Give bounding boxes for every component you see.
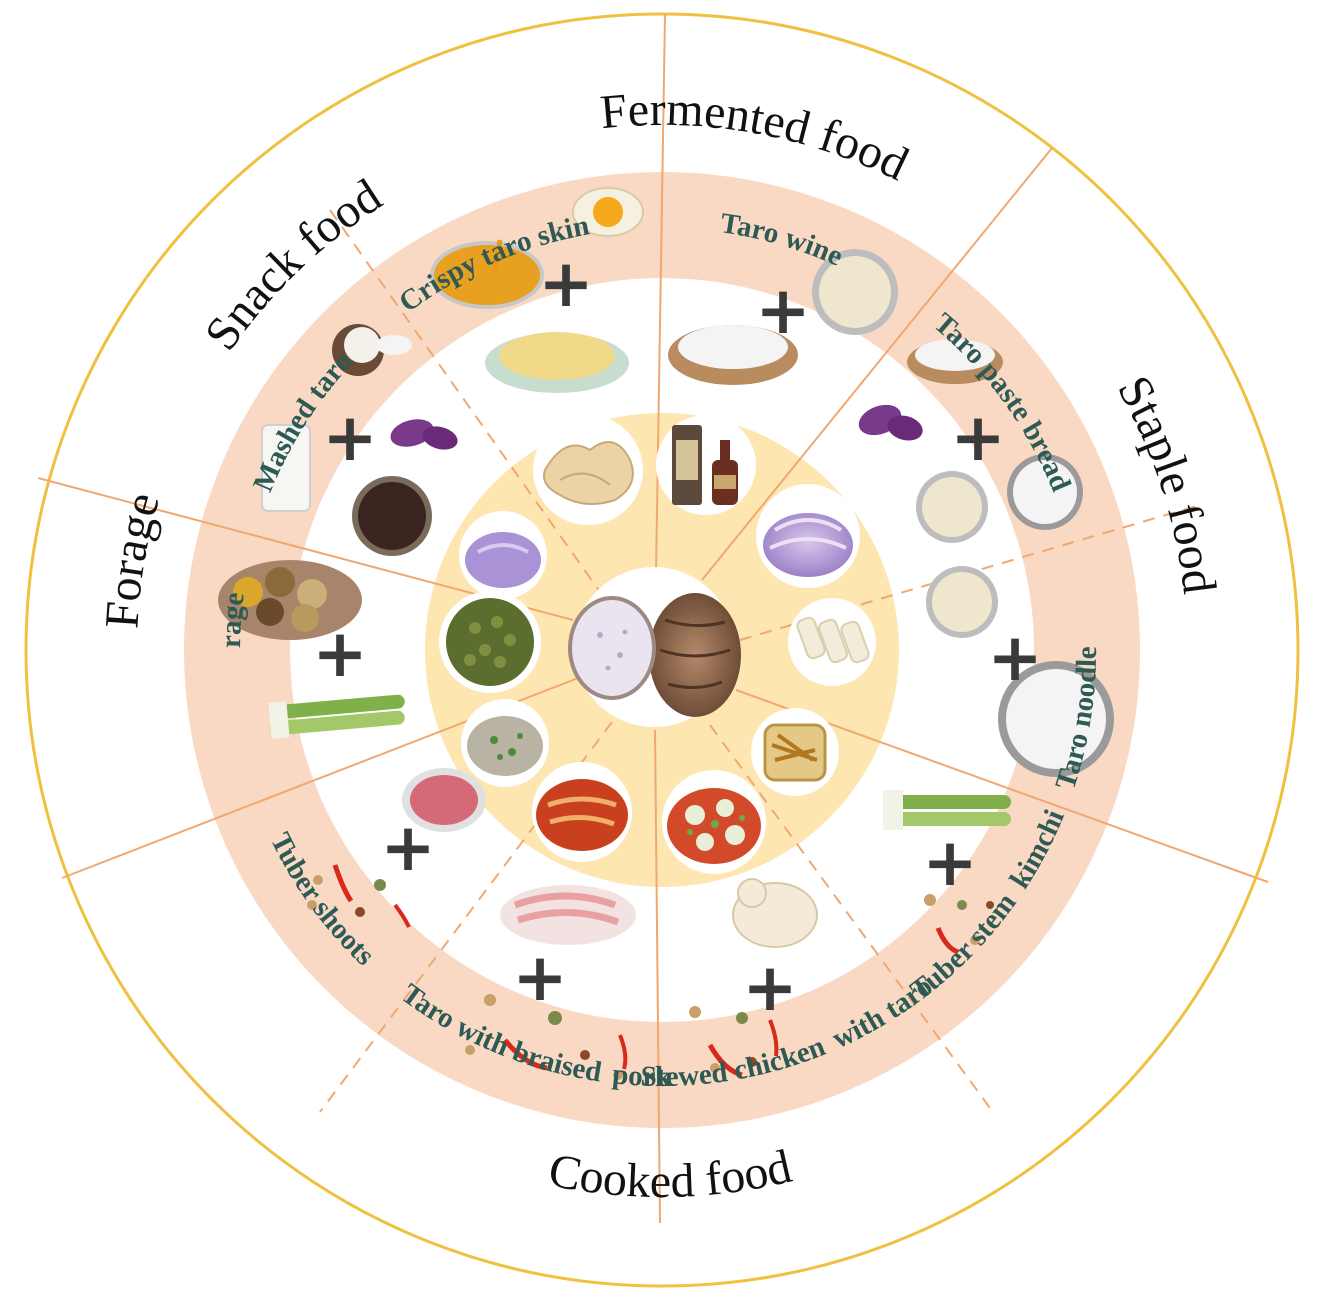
spices-icon: [465, 994, 628, 1080]
plus-sign: +: [322, 399, 377, 476]
forage-photo: [439, 591, 541, 693]
taro-bread-photo: [756, 484, 860, 588]
yeast-dish-icon: [916, 471, 988, 543]
pork-belly-icon: [500, 885, 636, 945]
rice-bowl-icon: [907, 339, 1003, 384]
dish-line: pork: [611, 1058, 672, 1093]
taro-wine-photo: [656, 415, 756, 515]
plus-sign: +: [380, 809, 435, 886]
plus-sign: +: [922, 824, 977, 901]
chicken-icon: [732, 878, 818, 948]
yeast-dish-icon: [926, 566, 998, 638]
taro-root-center: [568, 567, 741, 727]
purple-taro-icon: [858, 404, 923, 441]
plus-signs: + + + + + + + + + +: [312, 245, 1042, 1026]
taro-noodle-photo: [788, 598, 876, 686]
rice-bowl-icon: [668, 325, 798, 385]
scallion-icon: [268, 694, 405, 739]
plus-sign: +: [950, 399, 1005, 476]
spices-icon: [689, 1006, 779, 1078]
dish-photos: [439, 415, 876, 874]
grain-sacks-icon: [218, 560, 362, 640]
plus-sign: +: [538, 245, 593, 322]
plus-sign: +: [987, 619, 1042, 696]
plus-sign: +: [755, 272, 810, 349]
egg-icon: [572, 187, 644, 237]
flour-bowl-icon: [998, 661, 1114, 777]
spices-icon: [924, 894, 994, 955]
kimchi-photo: [751, 708, 839, 796]
braised-pork-photo: [532, 762, 632, 862]
plus-sign: +: [512, 939, 567, 1016]
black-rice-bowl-icon: [352, 476, 432, 556]
oil-bowl-icon: [430, 239, 544, 309]
coconut-icon: [332, 324, 412, 376]
spices-icon: [307, 864, 411, 928]
milk-glass-icon: [261, 424, 311, 512]
plus-sign: +: [312, 615, 367, 692]
flour-plate-icon: [485, 332, 629, 393]
tuber-shoots-photo: [461, 699, 549, 787]
plus-sign: +: [742, 949, 797, 1026]
mashed-taro-photo: [459, 511, 547, 599]
flour-bowl-icon: [1007, 454, 1083, 530]
crispy-skin-photo: [533, 415, 643, 525]
purple-taro-icon: [390, 419, 458, 450]
yeast-dish-icon: [812, 249, 898, 335]
stewed-chicken-photo: [662, 770, 766, 874]
ingredient-icons: [218, 187, 1114, 1080]
minced-meat-icon: [402, 768, 486, 832]
scallion-icon: [883, 790, 1011, 830]
